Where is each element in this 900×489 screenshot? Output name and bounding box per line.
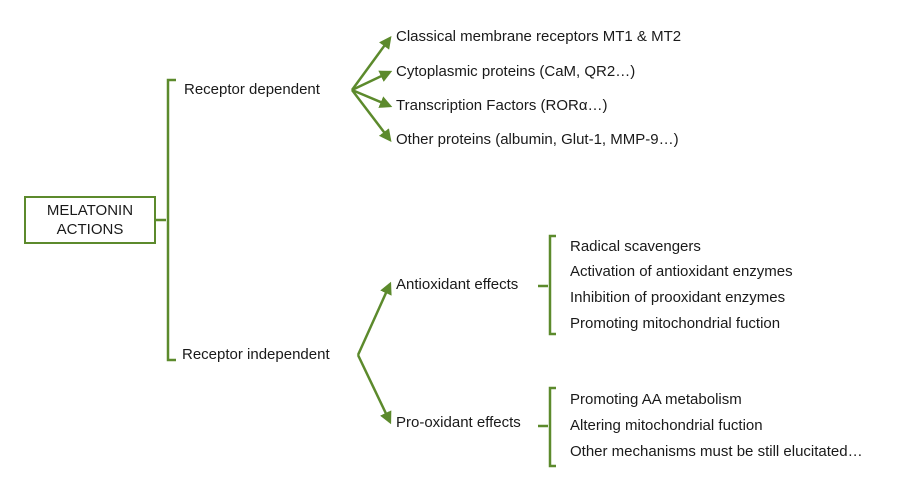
receptor-dependent-label: Receptor dependent [184, 81, 320, 98]
prooxidant-effects-label: Pro-oxidant effects [396, 414, 521, 431]
arrow-prooxidant [356, 354, 392, 425]
antioxidant-effects-label: Antioxidant effects [396, 276, 519, 293]
arrow-dep-4 [351, 89, 392, 142]
main-bracket [166, 78, 176, 362]
arrow-dep-3 [351, 88, 393, 108]
receptor-independent-label: Receptor independent [182, 346, 330, 363]
root-label-line2: ACTIONS [56, 221, 124, 238]
antioxidant-item-radical-scavengers: Radical scavengers [570, 238, 701, 255]
melatonin-actions-box: MELATONIN ACTIONS [24, 196, 156, 244]
antioxidant-bracket [548, 234, 556, 336]
arrow-antioxidant [356, 281, 392, 356]
prooxidant-item-other-mechanisms: Other mechanisms must be still elucitate… [570, 443, 863, 460]
root-label-line1: MELATONIN [46, 202, 134, 219]
antioxidant-item-inhibition-enzymes: Inhibition of prooxidant enzymes [570, 289, 786, 306]
dep-item-transcription-factors: Transcription Factors (RORα…) [396, 97, 608, 114]
antioxidant-item-activation-enzymes: Activation of antioxidant enzymes [570, 263, 793, 280]
prooxidant-item-mitochondrial: Altering mitochondrial fuction [570, 417, 763, 434]
prooxidant-item-aa-metabolism: Promoting AA metabolism [570, 391, 742, 408]
arrow-dep-2 [351, 70, 393, 92]
dep-item-membrane-receptors: Classical membrane receptors MT1 & MT2 [396, 28, 682, 45]
antioxidant-item-mitochondrial: Promoting mitochondrial fuction [570, 315, 781, 332]
dep-item-other-proteins: Other proteins (albumin, Glut-1, MMP-9…) [396, 131, 679, 148]
arrow-dep-1 [350, 35, 392, 91]
prooxidant-bracket [548, 386, 556, 468]
dep-item-cytoplasmic-proteins: Cytoplasmic proteins (CaM, QR2…) [396, 63, 636, 80]
